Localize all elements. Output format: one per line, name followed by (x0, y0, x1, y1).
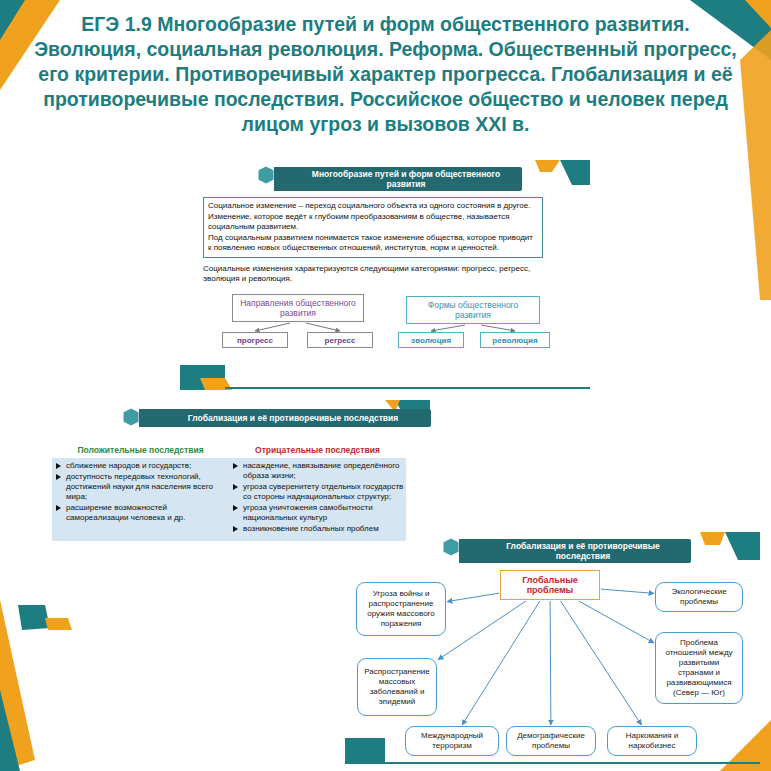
problem-box: Распространение массовых заболеваний и э… (357, 658, 437, 716)
corner-ribbon (740, 30, 771, 300)
header-band: Глобализация и её противоречивые последс… (139, 409, 431, 427)
table-row: угроза уничтожения самобытности национал… (232, 503, 404, 523)
corner-ribbon (0, 0, 25, 40)
problem-box: Проблема отношений между развитыми стран… (655, 632, 743, 704)
problem-box: Наркомания и наркобизнес (607, 726, 697, 756)
category-box: прогресс (222, 332, 288, 348)
node-text: Глобализация и её противоречивые последс… (481, 541, 685, 561)
connector-arrow (561, 601, 642, 725)
connector-arrow (481, 325, 515, 331)
bullet-mark (233, 526, 238, 532)
node-text: Под социальным развитием понимается тако… (208, 233, 538, 253)
node-text: Экологические проблемы (661, 587, 737, 607)
node-text: Формы общественного развития (411, 300, 535, 320)
category-box: революция (480, 332, 550, 348)
panel-ornament (560, 160, 590, 185)
node-text: Демографические проблемы (512, 731, 590, 751)
connector-arrow (306, 323, 340, 331)
panel-ornament (535, 160, 560, 172)
connector-arrow (431, 325, 465, 331)
table-cell: возникновение глобальных проблем (243, 524, 379, 534)
table-column: насаждение, навязывание определённого об… (232, 461, 404, 535)
panel-rule (225, 387, 590, 389)
band-hex (443, 538, 459, 556)
note-text: Социальные изменения характеризуются сле… (203, 264, 548, 284)
bullet-mark (233, 505, 238, 511)
problem-box: Экологические проблемы (655, 582, 743, 612)
node-text: Изменение, которое ведёт к глубоким прео… (208, 212, 538, 232)
connector-arrow (601, 589, 654, 593)
panel-rule (385, 762, 760, 764)
panel-ornament (725, 532, 760, 560)
bullet-mark (56, 474, 61, 480)
table-cell: доступность передовых технологий, достиж… (66, 472, 225, 502)
node-text: Наркомания и наркобизнес (613, 731, 691, 751)
header-band: Глобализация и её противоречивые последс… (459, 539, 691, 563)
table-header: Положительные последствия (52, 445, 229, 455)
bullet-mark (233, 463, 238, 469)
connector-arrow (579, 601, 654, 643)
connector-arrow (462, 601, 540, 725)
category-box: регресс (307, 332, 373, 348)
table-row: угроза суверенитету отдельных государств… (232, 482, 404, 502)
header-band: Многообразие путей и форм общественного … (274, 167, 522, 191)
panel-ornament (345, 738, 385, 764)
band-hex (123, 408, 139, 426)
page-title: ЕГЭ 1.9 Многообразие путей и форм общест… (30, 12, 741, 137)
table-row: насаждение, навязывание определённого об… (232, 461, 404, 481)
connector-arrow (255, 323, 290, 331)
connector-arrow (447, 593, 499, 601)
table-row: доступность передовых технологий, достиж… (55, 472, 225, 502)
node-text: революция (492, 336, 537, 345)
table-row: возникновение глобальных проблем (232, 524, 404, 534)
table-header: Отрицательные последствия (229, 445, 406, 455)
corner-ribbon (720, 0, 771, 28)
node-text: Многообразие путей и форм общественного … (296, 169, 516, 189)
panel-ornament (700, 532, 725, 545)
table-cell: расширение возможностей самореализации ч… (66, 503, 225, 523)
corner-ribbon (0, 690, 20, 771)
node-text: Распространение массовых заболеваний и э… (363, 667, 431, 707)
direction-box: Направления общественного развития (232, 294, 364, 322)
table-row: расширение возможностей самореализации ч… (55, 503, 225, 523)
node-text: регресс (325, 336, 356, 345)
node-text: эволюция (411, 336, 451, 345)
panel-ornament (45, 618, 72, 630)
table-cell: угроза суверенитету отдельных государств… (243, 482, 404, 502)
bullet-mark (233, 484, 238, 490)
definition-box: Социальное изменение – переход социально… (203, 197, 543, 258)
node-text: Глобализация и её противоречивые последс… (188, 413, 398, 423)
band-hex (258, 166, 274, 184)
node-text: Направления общественного развития (237, 298, 359, 318)
node-text: Глобальные проблемы (505, 575, 595, 595)
table-row: сближение народов и государств; (55, 461, 225, 471)
table-cell: сближение народов и государств; (66, 461, 191, 471)
table-cell: угроза уничтожения самобытности национал… (243, 503, 404, 523)
node-text: прогресс (237, 336, 273, 345)
hub-box: Глобальные проблемы (500, 570, 600, 600)
problem-box: Демографические проблемы (506, 726, 596, 756)
node-text: Международный терроризм (411, 731, 493, 751)
form-box: Формы общественного развития (406, 296, 540, 324)
table-cell: насаждение, навязывание определённого об… (243, 461, 404, 481)
node-text: Угроза войны и распространение оружия ма… (362, 589, 440, 629)
category-box: эволюция (398, 332, 464, 348)
bullet-mark (56, 463, 61, 469)
connector-arrow (438, 601, 526, 660)
node-text: Проблема отношений между развитыми стран… (661, 638, 737, 698)
connector-arrow (550, 601, 552, 725)
bullet-mark (56, 505, 61, 511)
table-column: сближение народов и государств;доступнос… (55, 461, 225, 524)
panel-ornament (18, 605, 50, 630)
node-text: Социальное изменение – переход социально… (208, 201, 538, 211)
problem-box: Угроза войны и распространение оружия ма… (356, 582, 446, 636)
problem-box: Международный терроризм (405, 726, 499, 756)
